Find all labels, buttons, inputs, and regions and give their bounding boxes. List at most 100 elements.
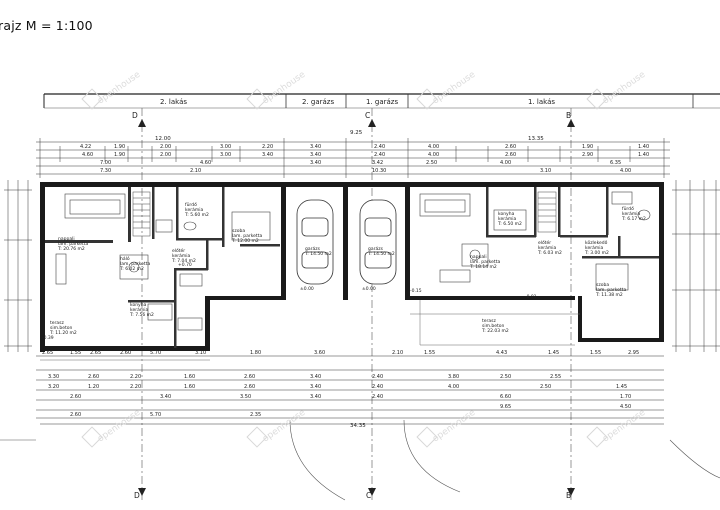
drawing-title: rajz M = 1:100 [0,18,93,33]
bottom-dim-row-4: 2.60 3.40 3.50 3.40 2.40 6.60 1.70 [70,394,631,400]
svg-text:1.60: 1.60 [184,384,195,390]
room-kozlekedo-right-area: T: 3.00 m2 [584,250,609,256]
room-nappali-right-floor: lam. parketta [470,259,500,265]
room-garazs-2-name: garázs [305,245,321,252]
bottom-dim-row-5: 2.60 5.70 2.35 9.65 4.50 [70,404,631,418]
level-marks: ±0.00 ±0.00 -0.15 -0.01 -0.39 +0.70 [42,262,537,341]
room-eloter-left-name: előtér [172,247,185,254]
svg-text:1.90: 1.90 [582,144,593,150]
room-furdo-left-floor: kerámia [185,206,203,213]
svg-text:openhouse: openhouse [601,408,648,445]
terrace-areas [40,300,580,361]
unit-label-1-lakas: 1. lakás [528,98,555,106]
svg-text:3.40: 3.40 [310,374,321,380]
section-marker-c-bottom: C [366,491,371,500]
svg-text:2.60: 2.60 [70,394,81,400]
svg-text:2.10: 2.10 [392,350,403,356]
section-marker-c-top: C [365,111,370,120]
left-dimension-lines [4,180,32,352]
furniture-right [419,191,651,291]
svg-text:openhouse: openhouse [261,70,308,107]
svg-text:3.40: 3.40 [310,144,321,150]
svg-text:3.10: 3.10 [195,350,206,356]
svg-text:3.60: 3.60 [314,350,325,356]
bottom-dim-row-1: 2.65 1.55 2.65 2.60 5.70 3.10 1.80 3.60 … [42,350,639,356]
svg-text:9.65: 9.65 [500,404,511,410]
room-nappali-right-area: T: 18.14 m2 [469,264,497,270]
room-kozlekedo-right-name: közlekedő [585,240,608,246]
svg-text:2.40: 2.40 [372,394,383,400]
svg-text:2.60: 2.60 [505,152,516,158]
svg-text:1.40: 1.40 [638,144,649,150]
svg-text:4.00: 4.00 [500,160,511,166]
svg-text:2.50: 2.50 [426,160,437,166]
svg-text:2.10: 2.10 [190,168,201,174]
svg-text:2.60: 2.60 [120,350,131,356]
svg-text:3.40: 3.40 [262,152,273,158]
room-nappali-left-name: nappali [58,236,75,242]
room-halo-left-name: háló [120,255,130,262]
svg-text:3.40: 3.40 [310,384,321,390]
svg-text:openhouse: openhouse [261,408,308,445]
svg-text:4.22: 4.22 [80,144,91,150]
svg-text:4.00: 4.00 [620,168,631,174]
bottom-dim-row-3: 3.20 1.20 2.20 1.60 2.60 3.40 2.40 4.00 … [48,384,627,390]
svg-text:2.60: 2.60 [244,384,255,390]
room-labels: nappali lam. parketta T: 20.76 m2 fürdő … [49,202,646,336]
room-furdo-left-area: T: 5.60 m2 [184,212,209,218]
room-konyha-left-area: T: 7.56 m2 [129,312,154,318]
level-left-hall: +0.70 [178,262,192,268]
svg-text:openhouse: openhouse [96,70,143,107]
svg-text:1.40: 1.40 [638,152,649,158]
room-eloter-right-area: T: 6.03 m2 [537,250,562,256]
svg-text:3.50: 3.50 [240,394,251,400]
room-konyha-right-floor: kerámia [498,215,516,222]
terrace-left-floor: sim.beton [50,325,73,331]
dim-overall-top-right: 13.35 [528,136,544,142]
svg-text:2.60: 2.60 [88,374,99,380]
room-garazs-1-area: T: 14.50 m2 [367,251,395,257]
room-halo-left-floor: lam. parketta [120,261,150,267]
unit-header-separators [285,94,694,108]
section-marker-b-bottom: B [566,491,571,500]
room-szoba-left-area: T: 12.00 m2 [231,238,259,244]
room-nappali-left-area: T: 20.76 m2 [57,246,85,252]
watermark-logos [81,88,608,448]
svg-text:3.30: 3.30 [48,374,59,380]
room-szoba-right-name: szoba [596,282,609,288]
svg-text:1.55: 1.55 [70,350,81,356]
car-garage-1 [359,199,397,285]
level-right-entry: -0.15 [410,288,422,294]
svg-text:7.00: 7.00 [100,160,111,166]
svg-text:2.20: 2.20 [130,384,141,390]
svg-text:2.20: 2.20 [262,144,273,150]
svg-text:3.40: 3.40 [310,160,321,166]
unit-label-2-lakas: 2. lakás [160,98,187,106]
top-dim-row-2: 4.60 1.90 2.00 3.00 3.40 3.40 2.40 4.00 … [82,152,649,158]
svg-text:4.60: 4.60 [82,152,93,158]
terrace-left-name: terasz [50,320,64,326]
svg-text:1.45: 1.45 [548,350,559,356]
top-dim-row-4: 7.30 2.10 10.30 3.10 4.00 [100,168,631,174]
room-szoba-right-area: T: 11.38 m2 [595,292,623,298]
bottom-dim-row-2: 3.30 2.60 2.20 1.60 2.60 3.40 2.40 3.80 … [48,374,561,380]
svg-text:3.80: 3.80 [448,374,459,380]
svg-text:4.00: 4.00 [448,384,459,390]
room-konyha-right-name: konyha [498,211,515,217]
room-garazs-1-name: garázs [368,245,384,252]
svg-text:openhouse: openhouse [601,70,648,107]
section-markers-top [138,108,575,500]
section-marker-b-top: B [566,111,571,120]
dim-overall-top-left: 12.00 [155,136,171,142]
svg-text:3.00: 3.00 [220,144,231,150]
svg-text:2.95: 2.95 [628,350,639,356]
site-curves [0,419,720,501]
svg-text:2.50: 2.50 [500,374,511,380]
svg-text:1.45: 1.45 [616,384,627,390]
top-dim-row-3: 7.00 4.60 3.40 3.42 2.50 4.00 6.35 [100,160,621,166]
svg-text:openhouse: openhouse [431,70,478,107]
svg-text:1.55: 1.55 [590,350,601,356]
room-garazs-2-area: T: 14.50 m2 [304,251,332,257]
svg-text:1.55: 1.55 [424,350,435,356]
